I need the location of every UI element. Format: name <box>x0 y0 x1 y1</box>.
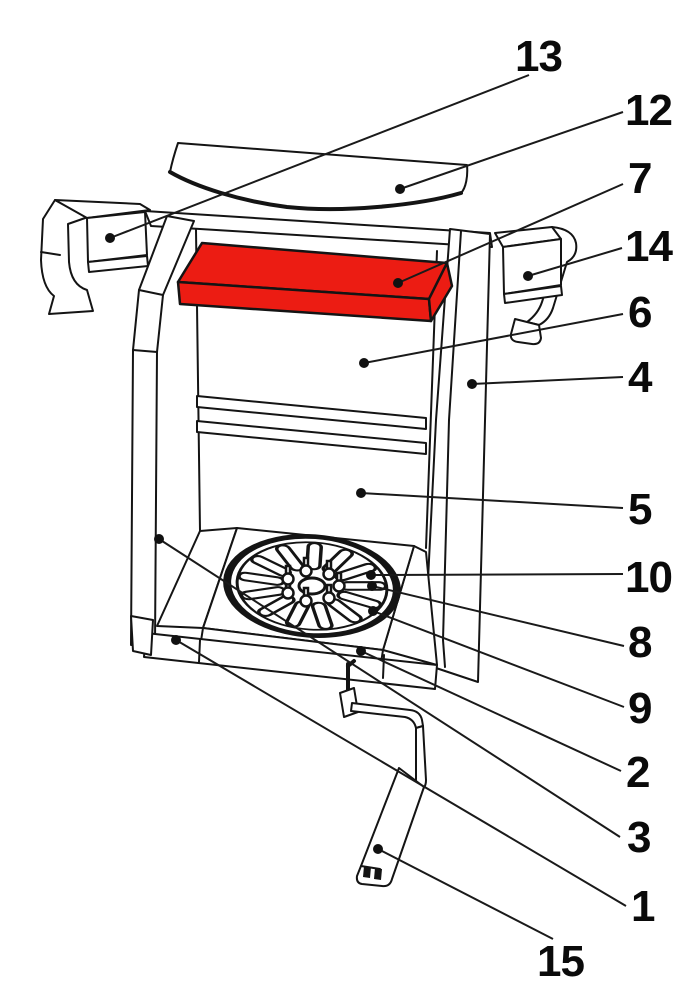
callout-dot-12 <box>395 184 405 194</box>
grate-bolts <box>281 556 346 608</box>
part-label-9: 9 <box>628 684 651 733</box>
callout-dot-6 <box>359 358 369 368</box>
callout-dot-1 <box>171 635 181 645</box>
leader-line-13 <box>109 74 530 239</box>
leader-line-6 <box>363 313 624 364</box>
leader-line-14 <box>527 247 623 277</box>
crank-tool-15 <box>339 659 427 888</box>
part-label-2: 2 <box>626 748 649 797</box>
left-bracket-13 <box>40 199 151 315</box>
callout-dot-8 <box>367 581 377 591</box>
callout-dot-10 <box>366 570 376 580</box>
callout-dot-3 <box>154 534 164 544</box>
part-label-10: 10 <box>625 553 672 602</box>
top-beam <box>144 210 493 248</box>
callout-dot-14 <box>523 271 533 281</box>
leader-line-10 <box>370 573 624 576</box>
right-bracket-14 <box>494 226 578 346</box>
leader-line-8 <box>371 585 625 647</box>
callout-dot-5 <box>356 488 366 498</box>
callout-dot-2 <box>356 646 366 656</box>
part-label-7: 7 <box>628 154 651 203</box>
callout-dot-4 <box>467 379 477 389</box>
callout-dot-7 <box>393 278 403 288</box>
part-label-4: 4 <box>628 353 653 402</box>
part-label-1: 1 <box>631 882 655 931</box>
leader-line-9 <box>372 610 625 708</box>
part-label-14: 14 <box>625 222 673 271</box>
leader-line-2 <box>360 650 622 772</box>
leader-line-1 <box>175 639 627 907</box>
leader-line-7 <box>397 183 624 284</box>
baffle-plate-12 <box>168 142 469 212</box>
callouts: 13 12 7 14 6 4 5 10 8 9 2 3 1 15 <box>105 32 674 986</box>
leader-line-12 <box>399 111 624 190</box>
part-label-3: 3 <box>627 813 650 862</box>
callout-dot-9 <box>368 606 378 616</box>
leader-line-4 <box>471 376 624 385</box>
rail-lower <box>196 420 427 455</box>
part-label-12: 12 <box>625 86 672 135</box>
part-label-8: 8 <box>628 618 652 667</box>
leader-line-3 <box>158 538 621 838</box>
callout-dot-13 <box>105 233 115 243</box>
callout-dot-15 <box>373 844 383 854</box>
part-label-5: 5 <box>628 485 652 534</box>
part-label-6: 6 <box>628 288 651 337</box>
part-label-13: 13 <box>515 32 562 81</box>
rail-upper <box>196 395 427 430</box>
deflector-stone-7 <box>176 241 454 323</box>
part-label-15: 15 <box>537 937 584 986</box>
leader-line-5 <box>360 492 624 509</box>
leader-line-15 <box>377 848 554 940</box>
left-wall-foot <box>130 615 154 656</box>
